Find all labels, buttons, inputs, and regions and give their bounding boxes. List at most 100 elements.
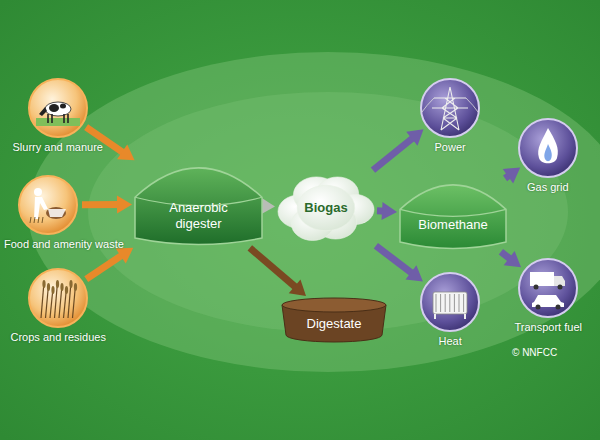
radiator-fin: [445, 294, 446, 312]
radiator-foot: [464, 314, 466, 319]
node-label: Digestate: [307, 316, 362, 332]
icon-circle: [19, 176, 77, 234]
icon-symbol: [28, 78, 88, 138]
radiator: [433, 292, 467, 314]
crop-head: [60, 283, 63, 291]
background-halo-inner: [88, 92, 568, 332]
flow-arrow: [82, 196, 132, 214]
copyright-note: © NNFCC: [512, 347, 557, 358]
cow-leg: [63, 114, 65, 123]
crop-head: [65, 286, 68, 294]
radiator-fin: [436, 294, 437, 312]
grass-stroke: [34, 217, 35, 223]
icon-drawing: [422, 87, 478, 130]
arrow-shaft: [250, 248, 297, 288]
icon-symbol: [518, 118, 578, 178]
power-wire: [422, 98, 478, 112]
arrow-head: [289, 279, 306, 296]
grass-stroke: [42, 217, 43, 223]
cow-leg: [67, 114, 69, 123]
radiator-fin: [463, 294, 464, 312]
icon-node: Heat: [420, 272, 480, 332]
dome-body: [400, 185, 506, 249]
flow-arrow: [377, 202, 397, 220]
icon-circle: [421, 79, 479, 137]
arrow-head: [406, 129, 423, 145]
icon-drawing: [530, 272, 565, 310]
cow-leg: [51, 114, 53, 123]
icon-caption: Food and amenity waste: [4, 238, 124, 251]
wheelbarrow: [48, 209, 66, 217]
grass: [36, 118, 80, 126]
icon-caption: Heat: [439, 335, 462, 348]
flow-arrow: [250, 248, 306, 296]
truck-body: [530, 272, 554, 286]
icon-circle: [519, 259, 577, 317]
cow-body: [45, 102, 71, 116]
icon-drawing: [36, 102, 80, 126]
grass-stroke: [38, 217, 39, 223]
radiator-foot: [434, 314, 436, 319]
truck-cab: [554, 276, 565, 286]
arrow-shaft: [86, 254, 123, 279]
icon-drawing: [433, 292, 467, 319]
icon-circle: [421, 273, 479, 331]
icon-symbol: [18, 175, 78, 235]
tub-top: [282, 298, 386, 312]
icon-node: Crops and residues: [28, 268, 88, 328]
node-label: Biomethane: [418, 217, 487, 233]
icon-circle: [29, 79, 87, 137]
flame: [538, 128, 558, 163]
icon-drawing: [30, 188, 66, 223]
flame-core: [544, 144, 551, 161]
waste-sack: [46, 207, 66, 219]
background-halo: [28, 52, 600, 372]
arrow-shaft: [376, 246, 413, 274]
radiator-fin: [449, 294, 450, 312]
crop-head: [74, 283, 77, 291]
icon-caption: Transport fuel: [515, 321, 582, 334]
arrow-head: [116, 248, 133, 264]
icon-caption: Slurry and manure: [13, 141, 104, 154]
grass-stroke: [30, 217, 31, 223]
dome-node: Anaerobic digester: [135, 162, 262, 246]
wheel: [536, 305, 541, 310]
wheel: [556, 305, 561, 310]
icon-node: Gas grid: [518, 118, 578, 178]
icon-caption: Gas grid: [527, 181, 569, 194]
crop-head: [56, 280, 59, 288]
cloud-puff: [297, 185, 355, 230]
dome-outline: [400, 180, 506, 250]
wheel: [558, 285, 563, 290]
crop-head: [42, 280, 45, 288]
icon-node: Power: [420, 78, 480, 138]
dome-rim: [400, 209, 506, 216]
cow-patch: [60, 104, 66, 109]
icon-symbol: [28, 268, 88, 328]
flow-arrow: [501, 251, 521, 267]
arrow-head: [504, 251, 521, 267]
icon-node: Transport fuel: [518, 258, 578, 318]
radiator-fin: [440, 294, 441, 312]
flow-arrow: [503, 168, 520, 184]
flow-arrow: [373, 129, 424, 170]
icon-node: Food and amenity waste: [18, 175, 78, 235]
crop-head: [69, 280, 72, 288]
arrow-shaft: [82, 201, 120, 208]
person-head: [34, 188, 42, 196]
cow-leg: [47, 114, 49, 123]
dome-node: Biomethane: [400, 180, 506, 250]
arrow-head: [117, 196, 132, 214]
flow-arrow: [86, 248, 133, 279]
icon-drawing: [41, 280, 77, 318]
icon-caption: Power: [435, 141, 466, 154]
icon-drawing: [538, 128, 558, 163]
person-body: [34, 197, 48, 219]
icon-symbol: [420, 272, 480, 332]
wheel: [534, 285, 539, 290]
dome-body: [135, 168, 262, 245]
tub-node: Digestate: [282, 298, 386, 342]
cloud-node: Biogas: [278, 172, 374, 244]
node-label: Biogas: [304, 200, 347, 216]
